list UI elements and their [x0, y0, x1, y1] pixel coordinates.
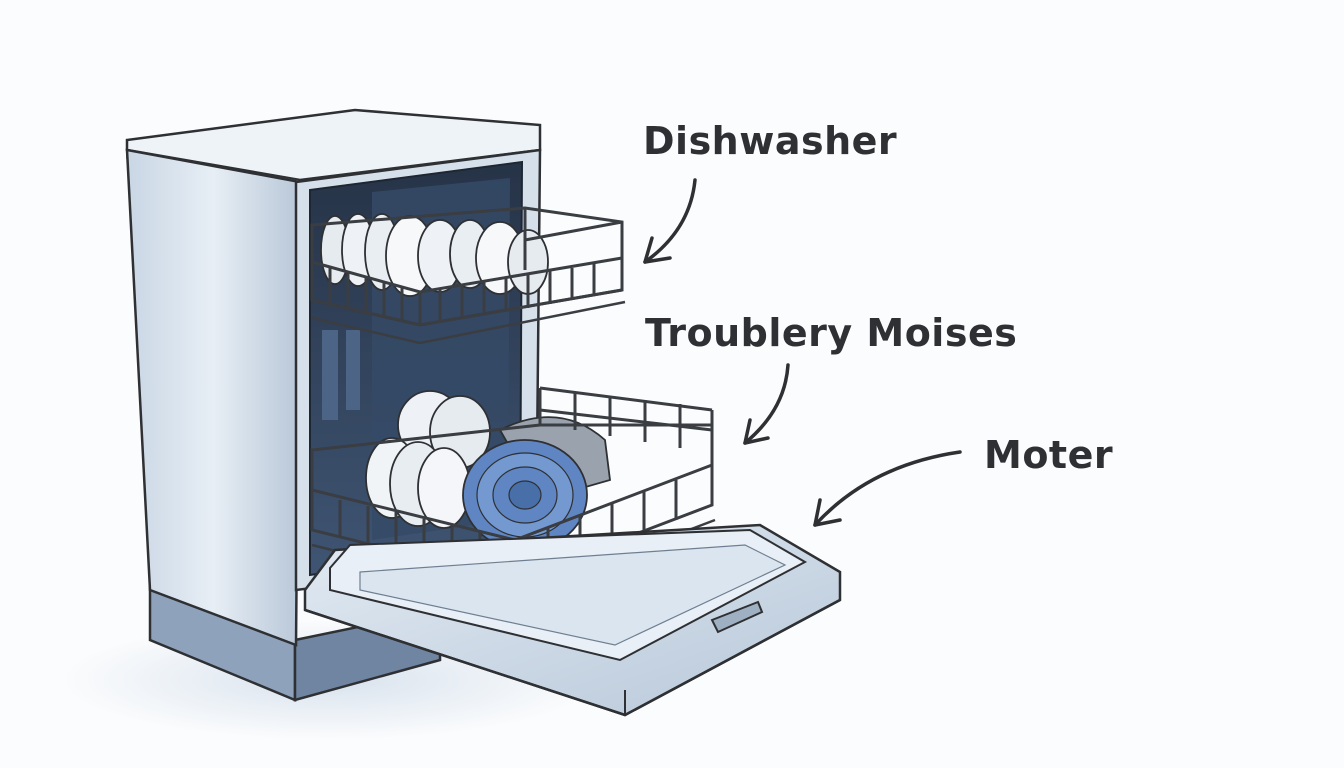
side-panel	[125, 148, 302, 647]
label-dishwasher: Dishwasher	[643, 119, 898, 163]
arrow-icon	[643, 178, 697, 264]
lower-dishes	[365, 390, 611, 551]
open-door	[303, 523, 842, 717]
label-moter: Moter	[984, 433, 1114, 477]
label-troublery-moises: Troublery Moises	[645, 311, 1018, 355]
arrow-icon	[743, 363, 790, 445]
arrow-icon	[813, 450, 962, 527]
upper-rack	[310, 206, 626, 345]
door-handle	[710, 600, 764, 634]
